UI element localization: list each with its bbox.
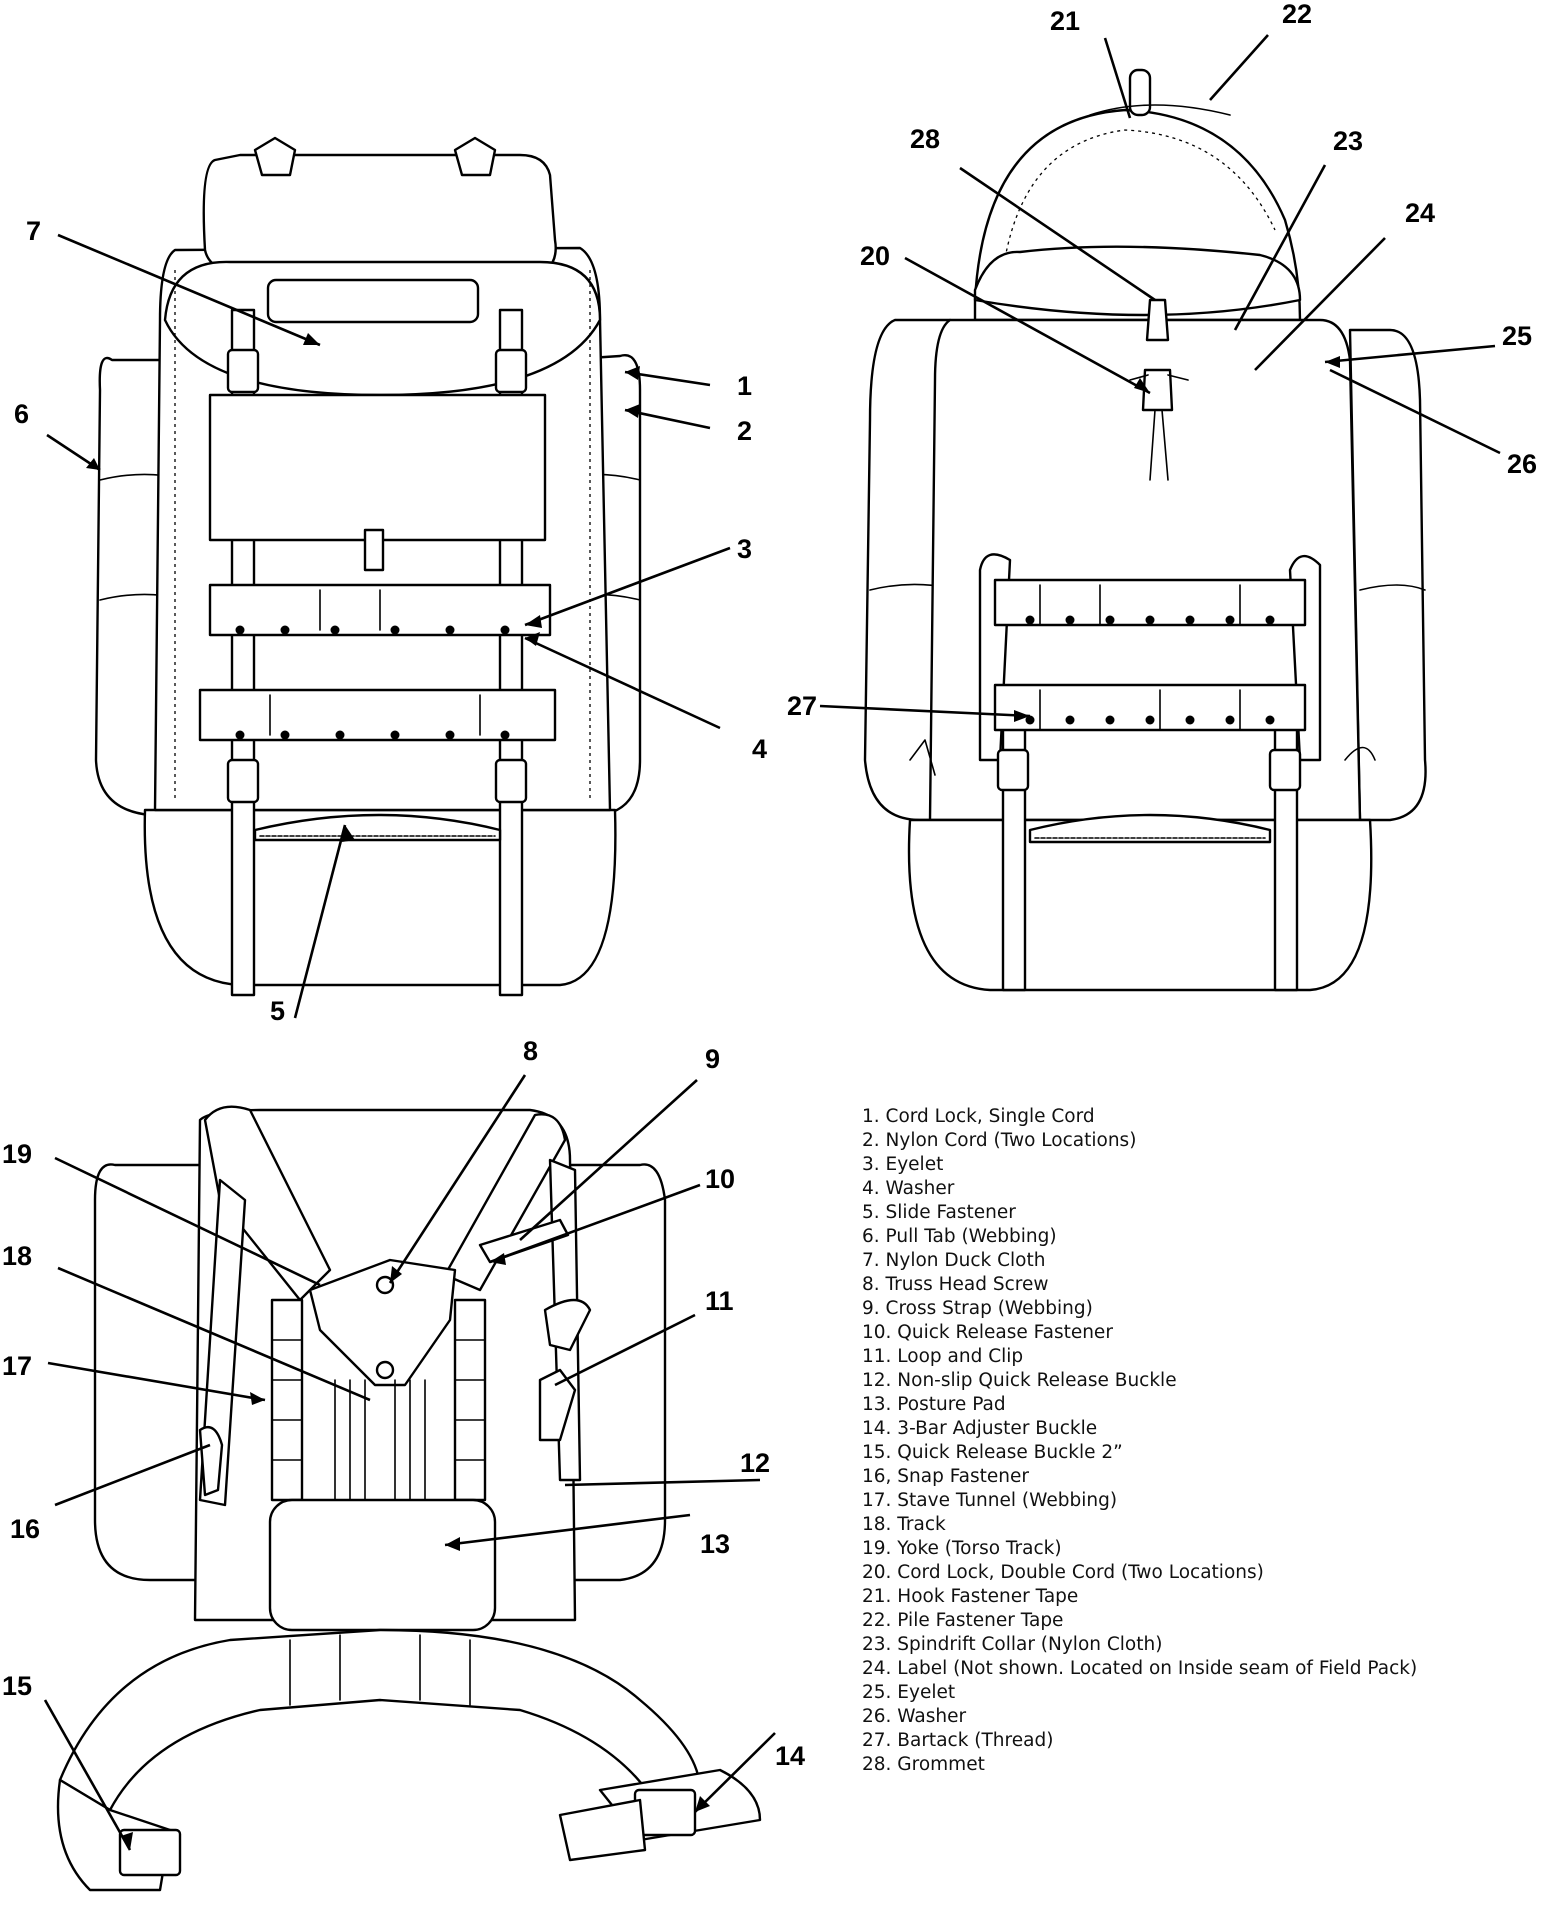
leader-lines [43,34,1501,1851]
parts-legend: 1. Cord Lock, Single Cord 2. Nylon Cord … [862,1105,1542,1777]
legend-item: 20. Cord Lock, Double Cord (Two Location… [862,1562,1264,1583]
legend-item: 19. Yoke (Torso Track) [862,1538,1062,1559]
legend-item: 5. Slide Fastener [862,1202,1016,1223]
callout-6: 6 [14,399,29,429]
callout-11: 11 [705,1286,734,1316]
callout-5: 5 [270,996,285,1026]
legend-item: 17. Stave Tunnel (Webbing) [862,1490,1118,1511]
callout-28: 28 [910,124,940,154]
legend-item: 11. Loop and Clip [862,1346,1024,1367]
legend-item: 22. Pile Fastener Tape [862,1610,1064,1631]
collar-view-backpack [863,68,1427,992]
legend-item: 26. Washer [862,1706,967,1727]
legend-item: 18. Track [862,1514,946,1535]
harness-view-backpack [56,1105,762,1892]
legend-item: 7. Nylon Duck Cloth [862,1250,1046,1271]
legend-item: 6. Pull Tab (Webbing) [862,1226,1057,1247]
callout-19: 19 [2,1139,32,1169]
legend-item: 25. Eyelet [862,1682,956,1703]
callout-4: 4 [752,734,767,764]
legend-item: 16, Snap Fastener [862,1466,1029,1487]
callout-18: 18 [2,1241,32,1271]
callout-10: 10 [705,1164,735,1194]
callout-20: 20 [860,241,890,271]
callout-23: 23 [1333,126,1363,156]
front-view-backpack [94,136,642,997]
legend-item: 14. 3-Bar Adjuster Buckle [862,1418,1098,1439]
callout-3: 3 [737,534,752,564]
callout-1: 1 [737,371,752,401]
callout-labels: 1 2 3 4 5 6 7 8 9 10 11 12 13 14 15 16 1… [2,0,1537,1771]
callout-24: 24 [1405,198,1435,228]
legend-item: 2. Nylon Cord (Two Locations) [862,1130,1137,1151]
callout-7: 7 [26,216,41,246]
callout-13: 13 [700,1529,730,1559]
callout-25: 25 [1502,321,1532,351]
callout-14: 14 [775,1741,805,1771]
legend-item: 8. Truss Head Screw [862,1274,1049,1295]
legend-item: 9. Cross Strap (Webbing) [862,1298,1093,1319]
legend-item: 13. Posture Pad [862,1394,1006,1415]
callout-9: 9 [705,1044,720,1074]
callout-16: 16 [10,1514,40,1544]
legend-item: 21. Hook Fastener Tape [862,1586,1079,1607]
callout-22: 22 [1282,0,1312,29]
legend-item: 1. Cord Lock, Single Cord [862,1106,1095,1127]
callout-8: 8 [523,1036,538,1066]
legend-item: 12. Non-slip Quick Release Buckle [862,1370,1177,1391]
callout-17: 17 [2,1351,32,1381]
legend-item: 24. Label (Not shown. Located on Inside … [862,1658,1418,1679]
legend-item: 15. Quick Release Buckle 2” [862,1442,1123,1463]
callout-21: 21 [1050,6,1080,36]
callout-2: 2 [737,416,752,446]
legend-item: 4. Washer [862,1178,955,1199]
legend-item: 10. Quick Release Fastener [862,1322,1113,1343]
legend-item: 3. Eyelet [862,1154,944,1175]
callout-27: 27 [787,691,817,721]
callout-12: 12 [740,1448,770,1478]
callout-26: 26 [1507,449,1537,479]
legend-item: 23. Spindrift Collar (Nylon Cloth) [862,1634,1163,1655]
legend-item: 27. Bartack (Thread) [862,1730,1054,1751]
legend-item: 28. Grommet [862,1754,985,1775]
callout-15: 15 [2,1671,32,1701]
